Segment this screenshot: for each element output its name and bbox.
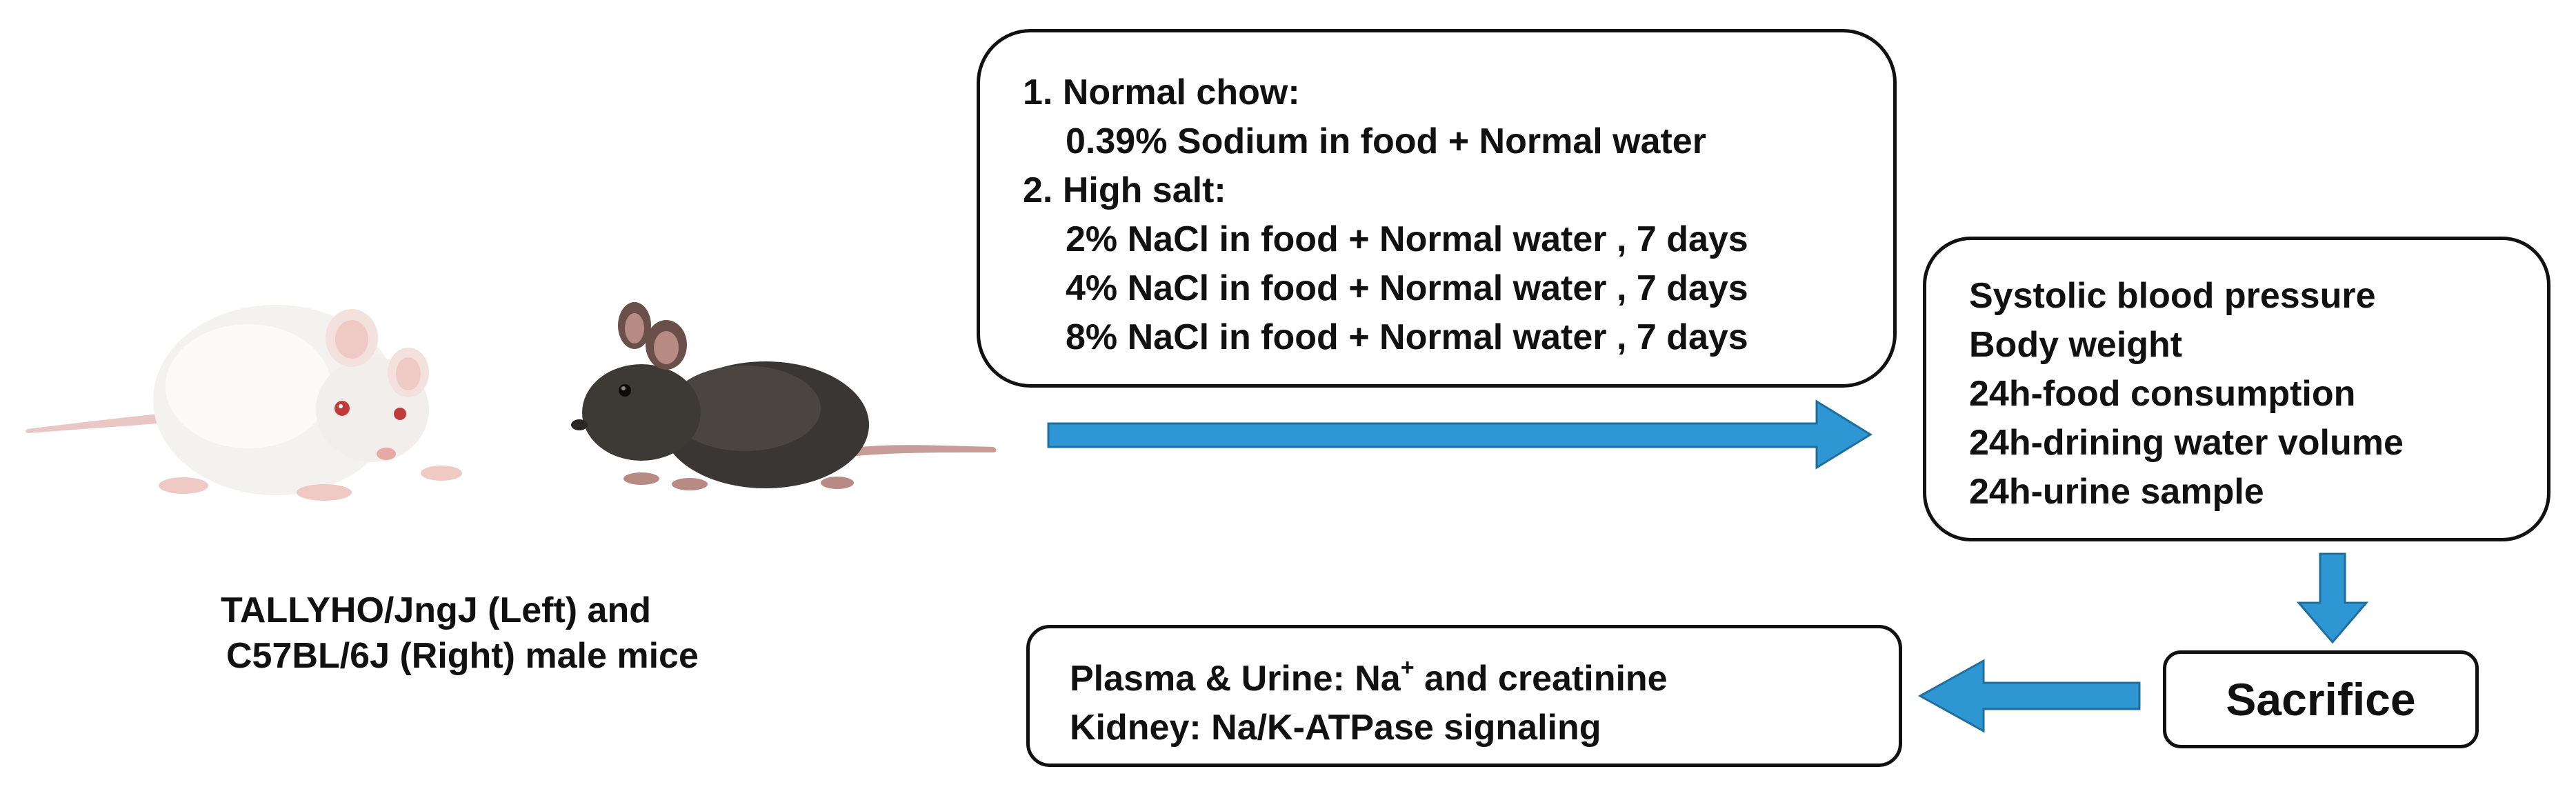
mice-illustration xyxy=(26,302,997,501)
measurement-systolic-bp: Systolic blood pressure xyxy=(1969,276,2376,316)
measurement-food-consumption: 24h-food consumption xyxy=(1969,374,2356,414)
measurements-box: Systolic blood pressure Body weight 24h-… xyxy=(1923,237,2550,541)
sacrifice-box: Sacrifice xyxy=(2163,650,2479,748)
diet-protocol-box: 1. Normal chow: 0.39% Sodium in food + N… xyxy=(977,29,1897,388)
high-salt-heading: 2. High salt: xyxy=(1023,170,1226,210)
black-mouse-icon xyxy=(571,302,997,490)
measurement-body-weight: Body weight xyxy=(1969,325,2183,365)
normal-chow-detail: 0.39% Sodium in food + Normal water xyxy=(1066,121,1706,161)
caption-line-1: TALLYHO/JngJ (Left) and xyxy=(221,590,651,630)
analysis-plasma-urine: Plasma & Urine: Na+ and creatinine xyxy=(1070,655,1899,704)
measurement-water-volume: 24h-drining water volume xyxy=(1969,423,2404,463)
sodium-superscript: + xyxy=(1400,655,1415,681)
measurement-urine-sample: 24h-urine sample xyxy=(1969,472,2264,512)
caption-line-2: C57BL/6J (Right) male mice xyxy=(226,636,699,676)
high-salt-detail-2pct: 2% NaCl in food + Normal water , 7 days xyxy=(1066,219,1748,259)
arrow-left-icon xyxy=(1917,659,2141,733)
mice-caption: TALLYHO/JngJ (Left) and C57BL/6J (Right)… xyxy=(221,588,814,679)
high-salt-detail-4pct: 4% NaCl in food + Normal water , 7 days xyxy=(1066,268,1748,308)
analysis-plasma-urine-suffix: and creatinine xyxy=(1414,659,1668,699)
analysis-box: Plasma & Urine: Na+ and creatinine Kidne… xyxy=(1026,625,1902,767)
high-salt-detail-8pct: 8% NaCl in food + Normal water , 7 days xyxy=(1066,317,1748,357)
arrow-right-icon xyxy=(1047,399,1873,470)
analysis-plasma-urine-prefix: Plasma & Urine: Na xyxy=(1070,659,1401,699)
arrow-down-icon xyxy=(2297,552,2368,644)
white-mouse-icon xyxy=(26,305,462,501)
normal-chow-heading: 1. Normal chow: xyxy=(1023,72,1300,112)
analysis-kidney: Kidney: Na/K-ATPase signaling xyxy=(1070,708,1601,748)
sacrifice-label: Sacrifice xyxy=(2226,674,2416,725)
